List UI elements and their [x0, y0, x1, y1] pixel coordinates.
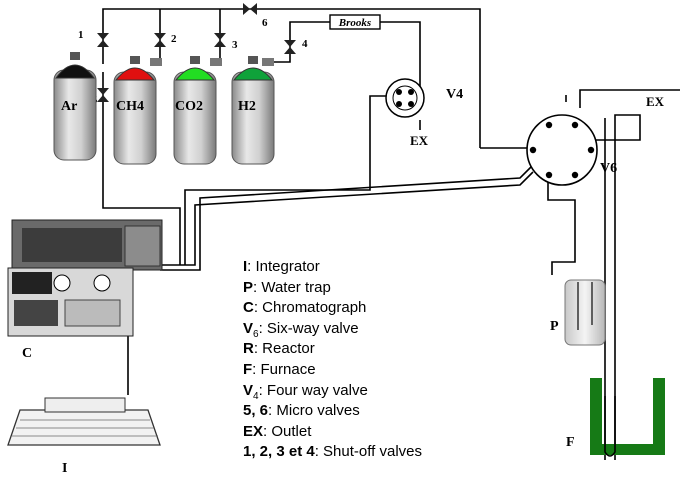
six-way-valve[interactable] — [526, 114, 598, 186]
micro-valve-5[interactable] — [97, 88, 109, 102]
water-trap[interactable] — [564, 279, 606, 346]
v6-label: V6 — [600, 161, 617, 176]
legend-item: C: Chromatograph — [243, 299, 367, 317]
furnace-label: F — [566, 435, 575, 450]
integrator[interactable] — [7, 397, 161, 446]
gas-lines — [102, 8, 680, 460]
legend-item: P: Water trap — [243, 278, 331, 296]
valve-4-label: 4 — [302, 38, 308, 50]
shutoff-valve-4[interactable] — [284, 40, 296, 54]
legend-item: 1, 2, 3 et 4: Shut-off valves — [243, 443, 422, 461]
v4-outlet-label: EX — [410, 133, 429, 148]
cylinder-h2: H2 — [231, 56, 275, 165]
legend-item: 5, 6: Micro valves — [243, 402, 360, 420]
shutoff-valve-3[interactable] — [214, 33, 226, 47]
cylinder-h2-label: H2 — [238, 99, 256, 114]
legend-item: V4: Four way valve — [243, 381, 368, 402]
valve-6-label: 6 — [262, 17, 268, 29]
v4-label: V4 — [446, 87, 463, 102]
cylinder-ch4-label: CH4 — [116, 99, 144, 114]
valve-3-label: 3 — [232, 39, 238, 51]
water-trap-label: P — [550, 319, 559, 334]
legend: I: Integrator P: Water trap C: Chromatog… — [243, 257, 493, 463]
furnace[interactable] — [590, 378, 665, 455]
cylinder-co2: CO2 — [173, 56, 222, 165]
legend-item: V6: Six-way valve — [243, 319, 359, 340]
valve-1-label: 1 — [78, 29, 84, 41]
integrator-label: I — [62, 461, 67, 476]
four-way-valve[interactable] — [385, 78, 425, 118]
legend-item: EX: Outlet — [243, 422, 312, 440]
valve-2-label: 2 — [171, 33, 177, 45]
shutoff-valve-2[interactable] — [154, 33, 166, 47]
reactor — [604, 396, 616, 457]
shutoff-valve-1[interactable] — [97, 33, 109, 47]
cylinder-co2-label: CO2 — [175, 99, 203, 114]
legend-item: I: Integrator — [243, 258, 320, 275]
brooks-flow-controller[interactable]: Brooks — [329, 14, 381, 30]
cylinder-ar-label: Ar — [61, 99, 77, 114]
brooks-label: Brooks — [338, 17, 371, 29]
chromatograph[interactable] — [7, 219, 163, 337]
chromatograph-label: C — [22, 346, 32, 361]
cylinder-ch4: CH4 — [113, 56, 162, 165]
legend-item: R: Reactor — [243, 340, 315, 358]
micro-valve-6[interactable] — [243, 3, 257, 15]
legend-item: F: Furnace — [243, 360, 316, 378]
cylinder-ar: Ar — [53, 52, 97, 161]
ex-outlet-label: EX — [646, 94, 665, 109]
